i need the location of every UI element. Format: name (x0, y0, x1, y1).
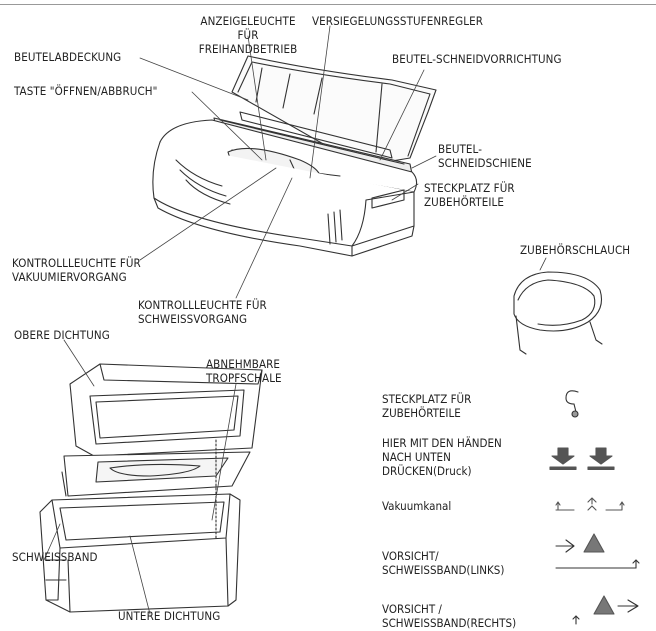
label-obere-dichtung: OBERE DICHTUNG (14, 328, 110, 342)
legend-vorsicht-rechts: VORSICHT / SCHWEISSBAND(RECHTS) (382, 602, 517, 630)
label-steckplatz: STECKPLATZ FÜR ZUBEHÖRTEILE (424, 181, 515, 209)
label-schneidvorrichtung: BEUTEL-SCHNEIDVORRICHTUNG (392, 52, 562, 66)
warning-triangle-icon (555, 533, 640, 569)
label-versiegelung: VERSIEGELUNGSSTUFENREGLER (312, 14, 484, 28)
label-taste: TASTE "ÖFFNEN/ABBRUCH" (14, 84, 158, 98)
label-freihand: ANZEIGELEUCHTE FÜR FREIHANDBETRIEB (198, 14, 298, 56)
label-tropfschale: ABNEHMBARE TROPFSCHALE (206, 357, 282, 385)
sealer-open-drawing (39, 363, 263, 613)
top-rule (0, 4, 656, 5)
warning-triangle-icon-right (572, 595, 639, 625)
label-schneidschiene: BEUTEL- SCHNEIDSCHIENE (438, 142, 532, 170)
label-beutelabdeckung: BEUTELABDECKUNG (14, 50, 122, 64)
leader-lines-bottom (43, 339, 237, 615)
label-schweiss: KONTROLLLEUCHTE FÜR SCHWEISSVORGANG (138, 298, 267, 326)
legend-vakuumkanal: Vakuumkanal (382, 499, 452, 513)
vacuum-channel-icon (555, 497, 625, 511)
hook-icon (565, 390, 579, 418)
accessory-hose-drawing (513, 257, 603, 355)
leader-lines-top (139, 25, 437, 299)
sealer-closed-drawing (152, 55, 437, 257)
legend-steckplatz: STECKPLATZ FÜR ZUBEHÖRTEILE (382, 392, 472, 420)
label-schweissband: SCHWEISSBAND (12, 550, 98, 564)
down-arrow-icon (549, 447, 615, 471)
legend-vorsicht-links: VORSICHT/ SCHWEISSBAND(LINKS) (382, 549, 505, 577)
label-vakuumier: KONTROLLLEUCHTE FÜR VAKUUMIERVORGANG (12, 256, 141, 284)
label-untere-dichtung: UNTERE DICHTUNG (118, 609, 221, 623)
legend-druecken: HIER MIT DEN HÄNDEN NACH UNTEN DRÜCKEN(D… (382, 436, 502, 478)
label-zubehoerschlauch: ZUBEHÖRSCHLAUCH (520, 243, 631, 257)
